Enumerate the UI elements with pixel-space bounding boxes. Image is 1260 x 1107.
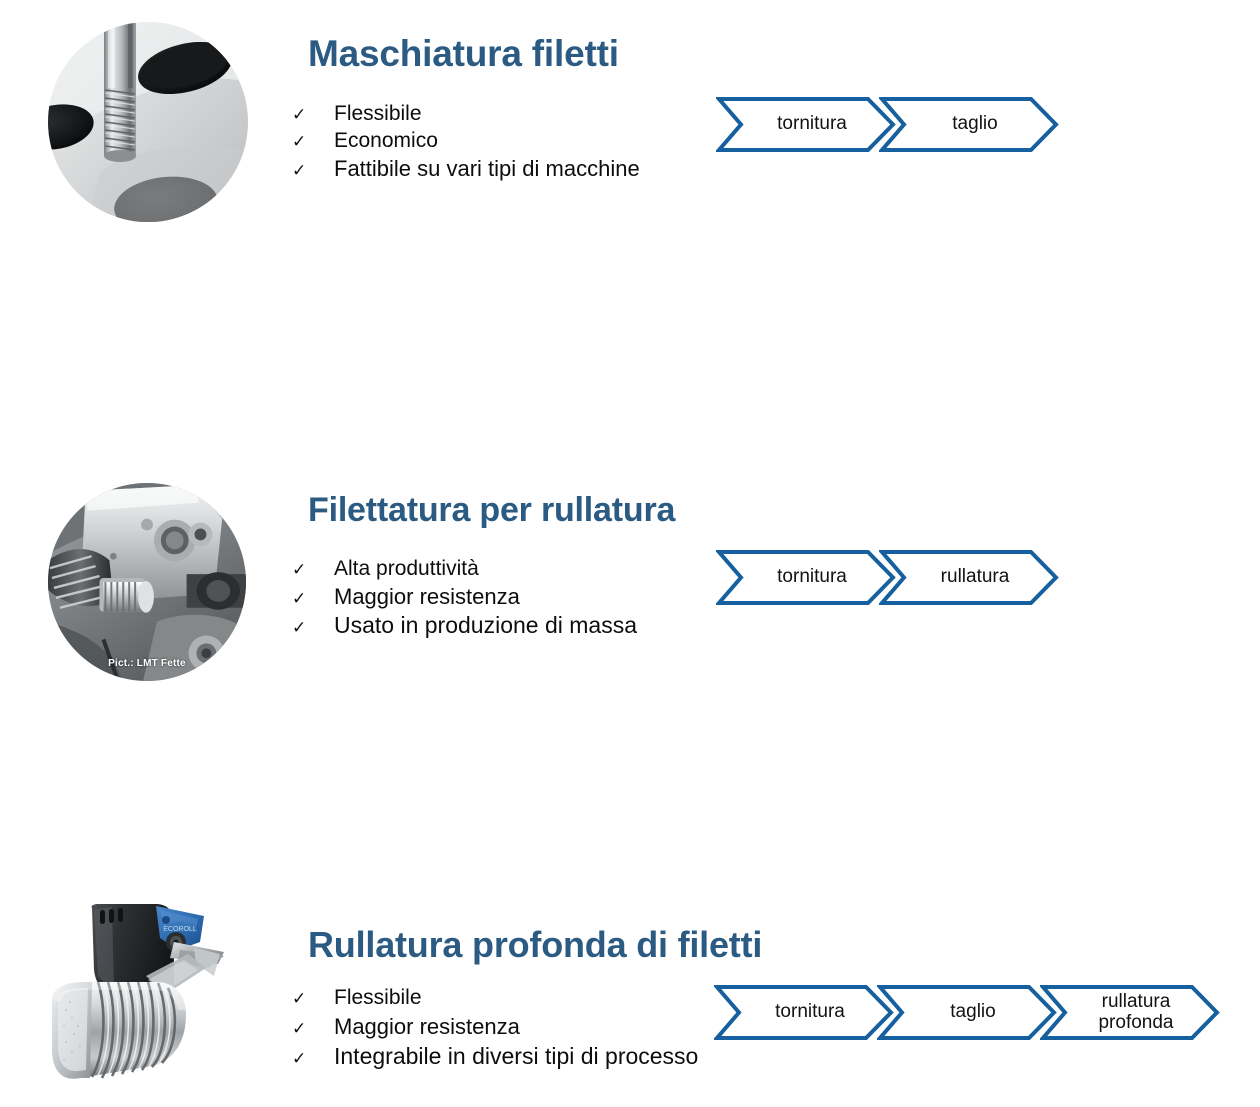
thread-rolling-head-artwork: [48, 483, 246, 681]
process-flow: tornitura taglio rullatura profonda: [714, 984, 1220, 1041]
section-thread-rolling: Pict.: LMT Fette Filettatura per rullatu…: [0, 235, 1260, 681]
list-item-label: Integrabile in diversi tipi di processo: [334, 1043, 699, 1069]
list-item-label: Alta produttività: [334, 557, 479, 580]
list-item: ✓ Usato in produzione di massa: [292, 612, 637, 641]
section-heading: Filettatura per rullatura: [308, 491, 676, 529]
list-item: ✓ Economico: [292, 129, 640, 156]
section-heading: Maschiatura filetti: [308, 33, 619, 74]
list-item: ✓ Integrabile in diversi tipi di process…: [292, 1043, 698, 1073]
check-icon: ✓: [292, 132, 307, 151]
list-item-label: Economico: [334, 129, 438, 152]
list-item: ✓ Flessibile: [292, 102, 640, 129]
process-step-chevron[interactable]: tornitura: [714, 984, 894, 1041]
benefits-list: ✓ Flessibile ✓ Economico ✓ Fattibile su …: [292, 102, 640, 184]
slide-canvas: Maschiatura filetti ✓ Flessibile ✓ Econo…: [0, 0, 1260, 1079]
list-item-label: Fattibile su vari tipi di macchine: [334, 156, 640, 181]
tap-in-workpiece-photo: [48, 22, 248, 222]
check-icon: ✓: [292, 618, 307, 637]
benefits-list: ✓ Flessibile ✓ Maggior resistenza ✓ Inte…: [292, 986, 698, 1073]
process-step-chevron[interactable]: taglio: [879, 96, 1059, 153]
list-item: ✓ Maggior resistenza: [292, 1014, 698, 1043]
check-icon: ✓: [292, 989, 307, 1008]
list-item-label: Flessibile: [334, 102, 422, 125]
check-icon: ✓: [292, 161, 307, 180]
benefits-list: ✓ Alta produttività ✓ Maggior resistenza…: [292, 557, 637, 641]
process-flow: tornitura taglio: [716, 96, 1059, 153]
process-step-chevron[interactable]: taglio: [877, 984, 1057, 1041]
list-item: ✓ Flessibile: [292, 986, 698, 1014]
check-icon: ✓: [292, 1019, 307, 1038]
check-icon: ✓: [292, 1049, 307, 1068]
chevron-shape: [716, 550, 896, 605]
section-tapping: Maschiatura filetti ✓ Flessibile ✓ Econo…: [0, 0, 1260, 235]
chevron-shape: [879, 550, 1059, 605]
chevron-shape: [716, 97, 896, 152]
chevron-shape: [879, 97, 1059, 152]
list-item-label: Flessibile: [334, 986, 422, 1009]
svg-text:ECOROLL: ECOROLL: [163, 926, 197, 933]
check-icon: ✓: [292, 105, 307, 124]
process-step-chevron[interactable]: rullatura profonda: [1040, 984, 1220, 1041]
tap-in-workpiece-artwork: [48, 22, 248, 222]
list-item: ✓ Maggior resistenza: [292, 584, 637, 612]
chevron-shape: [1040, 985, 1220, 1040]
deep-rolling-tool-photo: ECOROLL: [28, 902, 258, 1107]
list-item-label: Maggior resistenza: [334, 584, 520, 609]
chevron-shape: [877, 985, 1057, 1040]
list-item: ✓ Alta produttività: [292, 557, 637, 584]
section-deep-rolling: ECOROLL: [0, 450, 1260, 1079]
list-item-label: Usato in produzione di massa: [334, 612, 637, 638]
list-item-label: Maggior resistenza: [334, 1014, 520, 1039]
check-icon: ✓: [292, 589, 307, 608]
section-heading: Rullatura profonda di filetti: [308, 924, 763, 965]
list-item: ✓ Fattibile su vari tipi di macchine: [292, 156, 640, 184]
deep-rolling-tool-artwork: ECOROLL: [52, 904, 224, 1079]
process-step-chevron[interactable]: tornitura: [716, 96, 896, 153]
chevron-shape: [714, 985, 894, 1040]
thread-rolling-head-photo: Pict.: LMT Fette: [48, 483, 246, 681]
check-icon: ✓: [292, 560, 307, 579]
